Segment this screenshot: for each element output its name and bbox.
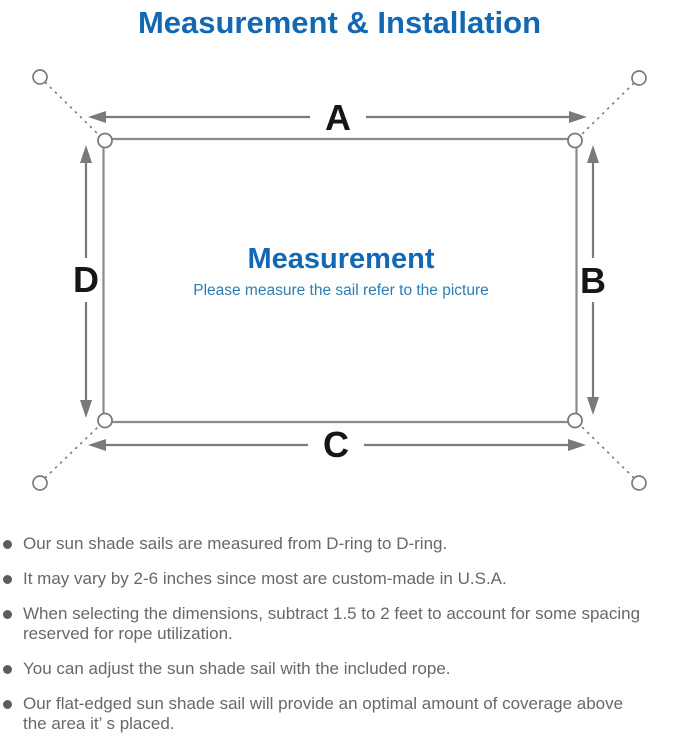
- anchor-ring-icon-top-right: [631, 70, 647, 86]
- rope-dashed-line-top-left: [44, 81, 100, 136]
- bullet-dot-icon: [3, 700, 12, 709]
- d-ring-icon-bottom-left: [97, 412, 113, 429]
- anchor-ring-icon-bottom-right: [631, 475, 647, 491]
- arrowhead-right-icon: [568, 439, 586, 451]
- bullet-dot-icon: [3, 540, 12, 549]
- measurement-caption-subtitle: Please measure the sail refer to the pic…: [193, 282, 489, 299]
- list-item: You can adjust the sun shade sail with t…: [3, 659, 679, 679]
- notes-list: Our sun shade sails are measured from D-…: [0, 534, 679, 734]
- measurement-infographic: Measurement & Installation: [0, 4, 679, 739]
- list-item: When selecting the dimensions, subtract …: [3, 604, 679, 644]
- arrowhead-left-icon: [88, 439, 106, 451]
- diagram-canvas: A C D B: [32, 69, 647, 491]
- arrowhead-down-icon: [587, 397, 599, 415]
- d-ring-icon-bottom-right: [567, 412, 583, 429]
- sail-rectangle: [102, 137, 578, 424]
- note-text: You can adjust the sun shade sail with t…: [23, 659, 451, 678]
- rope-dashed-line-bottom-right: [580, 425, 635, 479]
- d-ring-icon-top-left: [97, 132, 113, 149]
- arrowhead-up-icon: [587, 145, 599, 163]
- sail-measurement-diagram: A C D B: [0, 55, 679, 515]
- dimension-label-a: A: [325, 97, 351, 138]
- d-ring-icon-top-right: [567, 132, 583, 149]
- dimension-label-b: B: [580, 260, 606, 301]
- dimension-arrow-a: [88, 111, 587, 123]
- anchor-ring-icon-top-left: [32, 69, 48, 85]
- note-text: Our flat-edged sun shade sail will provi…: [23, 694, 624, 733]
- note-text: When selecting the dimensions, subtract …: [23, 604, 641, 643]
- note-text: Our sun shade sails are measured from D-…: [23, 534, 448, 553]
- dimension-arrow-d: [80, 145, 92, 418]
- bullet-dot-icon: [3, 575, 12, 584]
- arrowhead-right-icon: [569, 111, 587, 123]
- dimension-label-d: D: [73, 259, 99, 300]
- bullet-dot-icon: [3, 665, 12, 674]
- list-item: Our flat-edged sun shade sail will provi…: [3, 694, 679, 734]
- rope-dashed-line-top-right: [580, 82, 635, 136]
- note-text: It may vary by 2-6 inches since most are…: [23, 569, 507, 588]
- dimension-arrow-b: [587, 145, 599, 415]
- measurement-caption-title: Measurement: [248, 243, 435, 275]
- arrowhead-left-icon: [88, 111, 106, 123]
- bullet-dot-icon: [3, 610, 12, 619]
- page-title: Measurement & Installation: [137, 5, 542, 40]
- list-item: Our sun shade sails are measured from D-…: [3, 534, 679, 554]
- arrowhead-up-icon: [80, 145, 92, 163]
- anchor-ring-icon-bottom-left: [32, 475, 48, 491]
- rope-dashed-line-bottom-left: [44, 425, 100, 479]
- arrowhead-down-icon: [80, 400, 92, 418]
- list-item: It may vary by 2-6 inches since most are…: [3, 569, 679, 589]
- dimension-arrow-c: [88, 439, 586, 451]
- dimension-label-c: C: [323, 424, 349, 465]
